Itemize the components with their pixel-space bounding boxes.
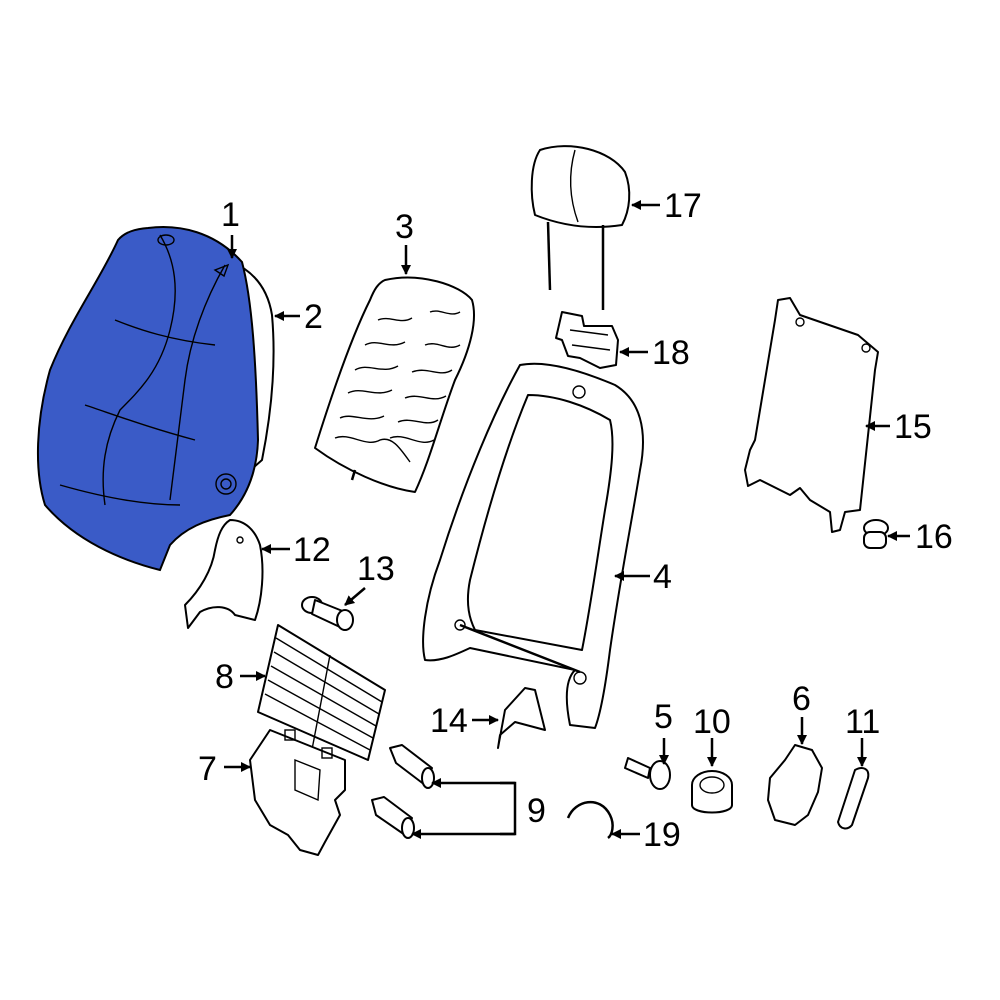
part-11-handle[interactable]	[837, 767, 870, 830]
callout-16: 16	[915, 518, 953, 556]
callout-17: 17	[664, 187, 702, 225]
part-13-pin[interactable]	[301, 596, 354, 631]
callout-8: 8	[215, 658, 234, 696]
part-1-seat-back-cover[interactable]	[36, 226, 260, 572]
part-15-back-panel[interactable]	[744, 297, 879, 533]
callout-4: 4	[653, 558, 672, 596]
callout-13: 13	[357, 550, 395, 588]
part-18-headrest-guide[interactable]	[555, 311, 619, 369]
callout-12: 12	[293, 531, 331, 569]
part-19-clip[interactable]	[566, 800, 614, 839]
part-3-pad[interactable]	[314, 276, 475, 493]
leader-lines	[224, 200, 910, 839]
callout-7: 7	[198, 750, 217, 788]
callout-1: 1	[221, 196, 240, 234]
part-8-spring-mat[interactable]	[257, 624, 386, 761]
callout-labels: 1 2 3 4 5 6 7 8 9 10 11 12 13 14 15 16 1…	[198, 187, 953, 854]
part-14-bracket[interactable]	[497, 687, 546, 749]
callout-18: 18	[652, 334, 690, 372]
callout-15: 15	[894, 408, 932, 446]
callout-10: 10	[693, 703, 731, 741]
callout-2: 2	[304, 298, 323, 336]
part-17-headrest[interactable]	[530, 145, 631, 310]
callout-5: 5	[654, 698, 673, 736]
part-9-bolts[interactable]	[371, 744, 435, 839]
part-7-lumbar-plate[interactable]	[249, 729, 346, 856]
part-10-bushing[interactable]	[691, 770, 733, 814]
callout-6: 6	[792, 680, 811, 718]
part-6-latch[interactable]	[767, 744, 823, 826]
callout-14: 14	[430, 702, 468, 740]
part-5-bolt[interactable]	[624, 757, 671, 790]
callout-9: 9	[527, 792, 546, 830]
callout-3: 3	[395, 208, 414, 246]
part-4-seat-back-frame[interactable]	[422, 362, 644, 729]
callout-19: 19	[643, 816, 681, 854]
part-12-bracket[interactable]	[184, 519, 264, 629]
part-16-clip[interactable]	[863, 519, 889, 549]
callout-11: 11	[845, 703, 880, 741]
